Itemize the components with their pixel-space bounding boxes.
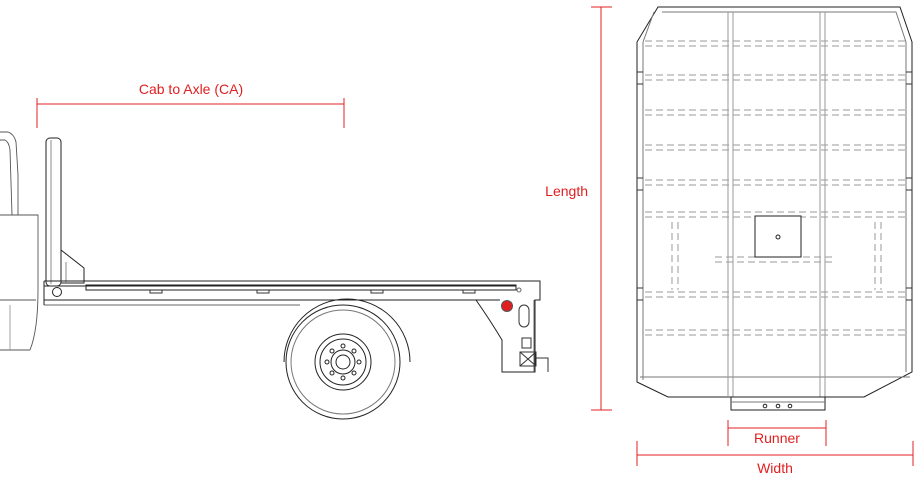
stake-pockets <box>149 290 476 294</box>
rear-bumper <box>730 396 826 411</box>
truck-cab-outline <box>0 131 39 351</box>
top-view <box>636 6 913 411</box>
cross-members <box>645 40 905 336</box>
lug-nuts <box>324 343 362 381</box>
cab-to-axle-dimension <box>36 98 345 128</box>
headboard <box>45 137 85 287</box>
gooseneck-plate <box>754 215 802 258</box>
flatbed-deck <box>43 280 517 306</box>
side-view <box>0 131 549 420</box>
tail-light <box>501 300 513 312</box>
length-label: Length <box>545 183 588 199</box>
rear-tail-section <box>475 280 549 373</box>
cab-to-axle-label: Cab to Axle (CA) <box>139 81 243 97</box>
width-label: Width <box>757 460 793 476</box>
side-tabs <box>637 71 912 301</box>
runners <box>727 12 826 397</box>
length-dimension <box>591 6 612 411</box>
runner-dimension <box>727 420 827 446</box>
hitch-ball-hole <box>775 234 781 240</box>
bed-outline <box>636 6 913 398</box>
rear-wheel <box>283 298 411 420</box>
runner-label: Runner <box>754 430 800 446</box>
width-dimension <box>636 441 914 466</box>
